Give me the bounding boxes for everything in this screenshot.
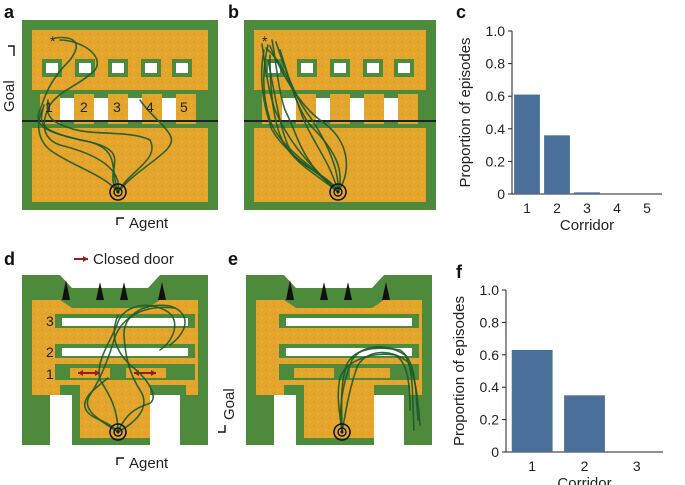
goal-label-a: Goal xyxy=(1,80,18,112)
x-tick-label: 2 xyxy=(553,200,561,216)
x-axis-label: Corridor xyxy=(560,217,614,234)
x-tick-label: 4 xyxy=(613,200,621,216)
x-tick-label: 5 xyxy=(643,200,651,216)
agent-marker-d xyxy=(109,423,127,441)
y-tick-label: 0 xyxy=(491,444,499,460)
panel-label-b: b xyxy=(228,2,239,22)
maze-b: * xyxy=(244,20,436,210)
x-tick-label: 1 xyxy=(523,200,531,216)
closed-door-legend: Closed door xyxy=(74,251,174,268)
maze-e xyxy=(246,275,432,445)
maze-d: 3 2 1 xyxy=(22,275,208,445)
panel-label-e: e xyxy=(228,249,238,269)
maze-e-trajectories xyxy=(337,345,421,433)
goal-arrow-a xyxy=(8,45,15,56)
bar xyxy=(544,135,570,194)
x-tick-label: 3 xyxy=(583,200,591,216)
maze-b-corridor-line xyxy=(244,120,436,122)
y-tick-label: 0.8 xyxy=(486,56,506,72)
maze-a-upper-blocks xyxy=(42,59,192,77)
maze-a-trajectories xyxy=(37,36,173,193)
y-tick-label: 0.4 xyxy=(486,121,506,137)
y-tick-label: 0.6 xyxy=(480,347,500,363)
agent-marker-b xyxy=(329,183,347,201)
corridor-number-a-3: 3 xyxy=(113,99,121,115)
bar xyxy=(514,94,540,194)
y-tick-label: 0.2 xyxy=(480,412,500,428)
y-axis-label: Proportion of episodes xyxy=(451,296,468,446)
y-tick-label: 0 xyxy=(497,186,505,202)
y-tick-label: 1.0 xyxy=(486,23,506,39)
bar xyxy=(574,192,600,194)
bar xyxy=(511,349,553,452)
agent-marker-a xyxy=(109,183,127,201)
maze-b-trajectories xyxy=(260,39,348,193)
goal-marker-a: * xyxy=(50,33,56,49)
bar xyxy=(564,395,605,452)
corridor-number-a-4: 4 xyxy=(146,99,154,115)
agent-arrow-a xyxy=(116,217,124,225)
panel-label-d: d xyxy=(4,249,15,269)
x-tick-label: 3 xyxy=(633,458,641,474)
corridor-number-a-1: 1 xyxy=(45,99,53,115)
maze-d-trajectories xyxy=(83,304,186,433)
x-axis-label: Corridor xyxy=(557,475,611,485)
y-tick-label: 0.6 xyxy=(486,88,506,104)
panel-label-c: c xyxy=(456,2,466,22)
corridor-number-a-2: 2 xyxy=(80,99,88,115)
x-tick-label: 1 xyxy=(528,458,536,474)
maze-b-corridor-gaps xyxy=(282,98,398,120)
x-tick-label: 2 xyxy=(581,458,589,474)
goal-label-e: Goal xyxy=(221,388,238,420)
corridor-number-d-3: 3 xyxy=(46,313,54,329)
panel-label-a: a xyxy=(4,2,15,22)
agent-marker-e xyxy=(333,423,351,441)
maze-a-corridor-line xyxy=(22,120,218,122)
panel-label-f: f xyxy=(456,262,463,282)
y-axis-label: Proportion of episodes xyxy=(457,37,474,187)
maze-d-spikes xyxy=(62,280,166,300)
y-tick-label: 1.0 xyxy=(480,282,500,298)
agent-arrow-d xyxy=(116,457,124,465)
y-tick-label: 0.4 xyxy=(480,379,500,395)
goal-arrow-e xyxy=(218,425,226,433)
goal-marker-b: * xyxy=(262,33,268,49)
corridor-number-a-5: 5 xyxy=(180,99,188,115)
closed-door-label: Closed door xyxy=(93,251,174,268)
maze-b-upper-blocks xyxy=(264,59,414,77)
maze-e-spikes xyxy=(286,280,390,300)
maze-a: * 1 2 3 4 5 xyxy=(22,20,218,210)
corridor-number-d-1: 1 xyxy=(46,366,54,382)
maze-a-corridor-gaps xyxy=(60,98,176,120)
agent-label-d: Agent xyxy=(129,455,169,472)
agent-label-a: Agent xyxy=(129,215,169,232)
corridor-number-d-2: 2 xyxy=(46,344,54,360)
y-tick-label: 0.8 xyxy=(480,314,500,330)
y-tick-label: 0.2 xyxy=(486,153,506,169)
